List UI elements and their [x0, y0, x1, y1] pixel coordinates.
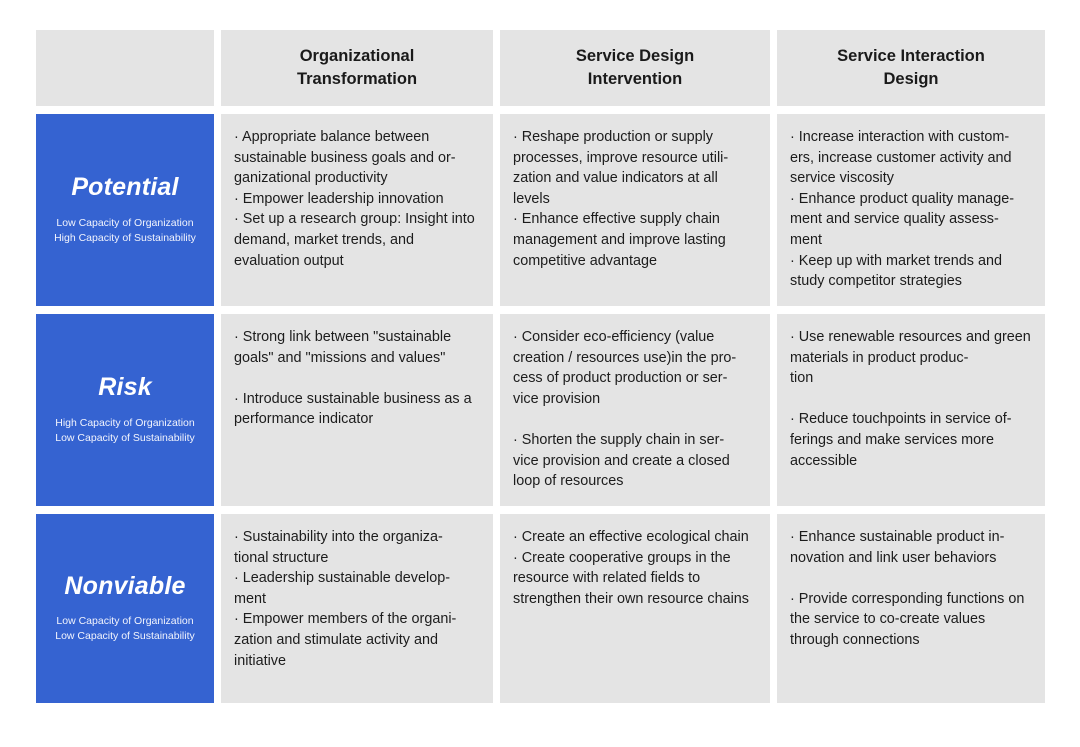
matrix-corner-cell [36, 30, 214, 106]
row-header-potential-title: Potential [71, 173, 179, 202]
row-header-nonviable: Nonviable Low Capacity of Organization L… [36, 514, 214, 703]
row-header-potential: Potential Low Capacity of Organization H… [36, 114, 214, 306]
cell-potential-service-design-intervention: · Reshape production or supply processes… [500, 114, 770, 306]
cell-nonviable-service-interaction-design: · Enhance sustainable product in- novati… [777, 514, 1045, 703]
cell-risk-service-design-intervention: · Consider eco-efficiency (value creatio… [500, 314, 770, 506]
cell-potential-service-interaction-design: · Increase interaction with custom- ers,… [777, 114, 1045, 306]
cell-potential-organizational-transformation: · Appropriate balance between sustainabl… [221, 114, 493, 306]
row-header-nonviable-title: Nonviable [64, 571, 186, 600]
row-header-risk: Risk High Capacity of Organization Low C… [36, 314, 214, 506]
strategy-matrix: Organizational Transformation Service De… [36, 30, 1046, 703]
column-header-service-interaction-design: Service Interaction Design [777, 30, 1045, 106]
cell-nonviable-service-design-intervention: · Create an effective ecological chain ·… [500, 514, 770, 703]
row-header-risk-title: Risk [98, 373, 152, 402]
cell-risk-organizational-transformation: · Strong link between "sustainable goals… [221, 314, 493, 506]
column-header-service-design-intervention: Service Design Intervention [500, 30, 770, 106]
column-header-organizational-transformation: Organizational Transformation [221, 30, 493, 106]
row-header-potential-subtitle: Low Capacity of Organization High Capaci… [54, 216, 196, 244]
cell-nonviable-organizational-transformation: · Sustainability into the organiza- tion… [221, 514, 493, 703]
row-header-risk-subtitle: High Capacity of Organization Low Capaci… [55, 416, 195, 444]
row-header-nonviable-subtitle: Low Capacity of Organization Low Capacit… [55, 615, 195, 643]
cell-risk-service-interaction-design: · Use renewable resources and green mate… [777, 314, 1045, 506]
